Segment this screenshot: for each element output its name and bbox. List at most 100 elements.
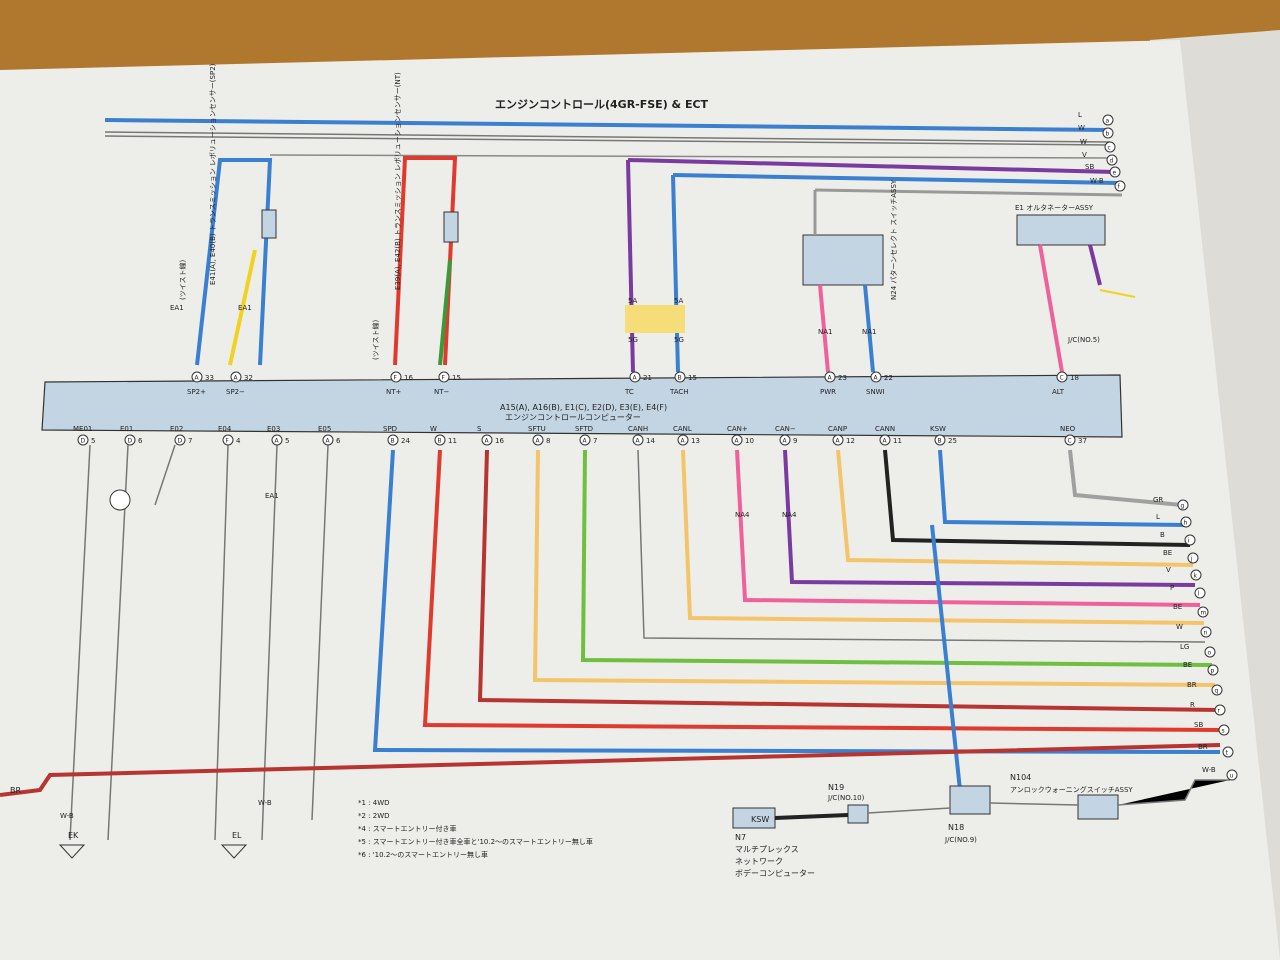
n18-label: N18 [948,823,964,832]
wire-color-code: BR [1198,743,1208,751]
terminal-letter: k [1194,573,1198,580]
n7-line4: ボデーコンピューター [735,868,815,878]
wire-color-code: W [1078,124,1085,132]
wire-color-code: L [1078,111,1082,119]
pin-connector-letter: D [128,438,133,445]
terminal-letter: g [1181,503,1185,510]
pattern-select-switch [802,190,884,373]
bottom-components [732,779,1230,829]
pin-label: CANH [628,425,648,433]
right-terminal: pBE [1183,661,1219,676]
alternator-jc-label: J/C(NO.5) [1067,336,1100,344]
pin-number: 13 [691,437,700,445]
pin-number: 9 [793,437,797,445]
wire-color-code: P [1170,584,1174,592]
pin-label: SFTU [528,425,546,433]
pin-connector-letter: F [442,375,446,382]
pin-number: 33 [205,374,214,382]
pin-label: CANL [673,425,692,433]
connector-5a-1: 5A [628,297,637,305]
ksw-box-label: KSW [751,815,769,824]
wire-color-code: LG [1180,643,1189,651]
terminal-letter: r [1218,708,1221,715]
pin-number: 11 [448,437,457,445]
nt-sensor-coil [443,211,459,243]
wire-color-code: GR [1153,496,1163,504]
nt-sensor-wires [393,156,459,366]
terminal-letter: b [1106,131,1110,138]
pin-label: SP2+ [187,388,206,396]
wire-color-code: SB [1085,163,1094,171]
pin-connector-letter: A [681,438,686,445]
ea1-connector-1: EA1 [170,304,184,312]
pin-connector-letter: A [735,438,740,445]
pin-number: 5 [285,437,289,445]
pin-connector-letter: A [326,438,331,445]
pin-connector-letter: A [583,438,588,445]
right-terminal: iB [1160,531,1196,546]
right-terminal: nW [1176,623,1212,638]
terminal-letter: c [1108,145,1111,152]
terminal-letter: m [1201,610,1207,617]
wire-color-code: SB [1194,721,1203,729]
wire-color-code: W [1080,138,1087,146]
pin-connector-letter: D [81,438,86,445]
pin-connector-letter: B [678,375,682,382]
terminal-letter: t [1226,750,1229,757]
ecu-bottom-pin: CANL A 13 [673,425,700,446]
nt-sensor-label: E39(A), E42(B) トランスミッション レボリューションセンサー(NT… [394,72,402,290]
engine-control-computer [41,374,1123,438]
terminal-letter: f [1118,184,1121,191]
na1-connector-pwr: NA1 [818,328,832,336]
pin-number: 23 [838,374,847,382]
right-terminal: o LG [1180,643,1216,658]
right-terminal: jBE [1163,549,1199,564]
wb-label-2: W-B [258,799,272,807]
ground-ek-symbol [58,844,86,859]
right-terminal: qBR [1187,681,1223,696]
ground-el-label: EL [232,831,242,840]
pin-number: 11 [893,437,902,445]
right-terminal: kV [1166,566,1202,581]
alternator-label: E1 オルタネーターASSY [1015,203,1094,212]
terminal-letter: a [1106,118,1110,125]
right-terminal: bW [1078,124,1114,139]
ecu-name-line2: エンジンコントロールコンピューター [505,413,641,422]
terminal-letter: s [1222,728,1225,735]
ea1-connector-3: EA1 [265,492,279,500]
pin-label: E02 [170,425,183,433]
note-1: *1 : 4WD [358,799,390,807]
wire-color-code: W-B [1202,766,1216,774]
n18-sub: J/C(NO.9) [944,836,977,844]
pin-label: TACH [669,388,689,396]
right-terminal: s SB [1194,721,1230,736]
connector-5g-1: 5G [628,336,638,344]
pin-connector-letter: A [275,438,280,445]
diagram-title: エンジンコントロール(4GR-FSE) & ECT [495,98,709,111]
pin-number: 25 [948,437,957,445]
n104-label: N104 [1010,773,1031,782]
note-5: *5 : スマートエントリー付き車全車と'10.2〜のスマートエントリー無し車 [358,837,593,846]
pin-label: E03 [267,425,280,433]
terminal-letter: h [1184,520,1188,527]
terminal-letter: o [1208,650,1212,657]
wire-color-code: V [1082,151,1087,159]
pin-number: 8 [546,437,550,445]
pin-number: 6 [336,437,341,445]
bottom-signal-wires [0,449,1223,797]
n7-line3: ネットワーク [735,857,783,866]
right-terminal: lP [1170,584,1206,599]
